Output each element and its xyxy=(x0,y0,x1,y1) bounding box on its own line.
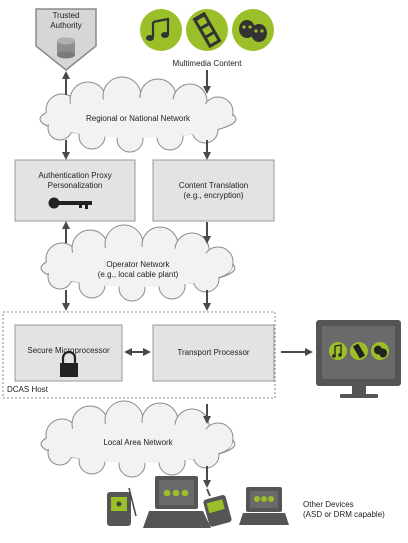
local-area-network-label: Local Area Network xyxy=(103,438,173,447)
other-devices-line1: Other Devices xyxy=(303,500,354,509)
dcas-host-label: DCAS Host xyxy=(7,385,48,394)
content-translation-line2: (e.g., encryption) xyxy=(183,191,244,200)
database-icon xyxy=(57,37,75,59)
mobile-phone-icon xyxy=(203,488,232,527)
secure-microprocessor-label: Secure Microprocessor xyxy=(27,346,110,355)
content-translation-box xyxy=(152,159,275,222)
multimedia-content-label: Multimedia Content xyxy=(172,59,242,68)
dcas-host-container xyxy=(2,311,276,399)
film-strip-icon xyxy=(186,9,228,51)
transport-processor-label: Transport Processor xyxy=(177,348,250,357)
auth-proxy-box xyxy=(14,159,136,222)
content-translation-label: Content Translation (e.g., encryption) xyxy=(153,181,274,201)
padlock-icon xyxy=(60,350,78,377)
other-devices-label: Other Devices (ASD or DRM capable) xyxy=(303,500,403,520)
other-devices-line2: (ASD or DRM capable) xyxy=(303,510,385,519)
auth-proxy-line1: Authentication Proxy xyxy=(38,171,112,180)
transport-processor-box xyxy=(152,324,275,382)
trusted-authority-line1: Trusted xyxy=(52,11,80,20)
regional-network-label: Regional or National Network xyxy=(85,114,191,123)
operator-network-label: Operator Network (e.g., local cable plan… xyxy=(78,260,198,280)
operator-network-line2: (e.g., local cable plant) xyxy=(97,270,179,279)
flow-arrows xyxy=(62,70,313,488)
auth-proxy-line2: Personalization xyxy=(47,181,103,190)
music-note-icon xyxy=(140,9,182,51)
operator-network-line1: Operator Network xyxy=(106,260,170,269)
content-translation-line1: Content Translation xyxy=(178,181,249,190)
auth-proxy-label: Authentication Proxy Personalization xyxy=(15,171,135,191)
laptop-icon xyxy=(143,476,211,528)
trusted-authority-line2: Authority xyxy=(50,21,82,30)
key-icon xyxy=(48,197,92,209)
television-icon xyxy=(316,320,401,398)
theater-masks-icon xyxy=(232,9,274,51)
portable-player-icon xyxy=(239,487,289,525)
trusted-authority-label: Trusted Authority xyxy=(36,11,96,31)
pda-icon xyxy=(107,487,137,526)
